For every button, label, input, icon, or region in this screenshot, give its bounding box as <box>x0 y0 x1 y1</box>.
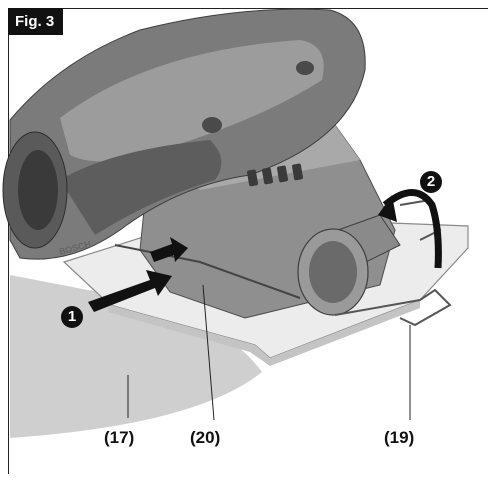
step-2-arrow-head <box>378 195 397 222</box>
step-1-badge: 1 <box>61 306 83 328</box>
step-2-badge: 2 <box>420 171 442 193</box>
callout-17: (17) <box>104 428 135 447</box>
clamp-bar <box>114 244 301 299</box>
cooling-vents <box>246 163 303 187</box>
insert-arrow <box>150 237 188 262</box>
step-1-arrow <box>88 270 172 312</box>
figure-label: Fig. 3 <box>8 8 64 35</box>
handle-hole <box>296 61 314 75</box>
step-2-arrow <box>382 189 442 269</box>
dust-nozzle-inner <box>309 241 357 303</box>
rear-outlet-inner <box>18 150 58 230</box>
handle-highlight <box>60 40 324 162</box>
callout-19: (19) <box>384 428 415 447</box>
callout-20: (20) <box>190 428 221 447</box>
handle-hole <box>202 117 222 133</box>
leader-line-20 <box>202 284 215 421</box>
figure-frame <box>8 8 488 474</box>
handle-grip-dark <box>60 140 222 235</box>
